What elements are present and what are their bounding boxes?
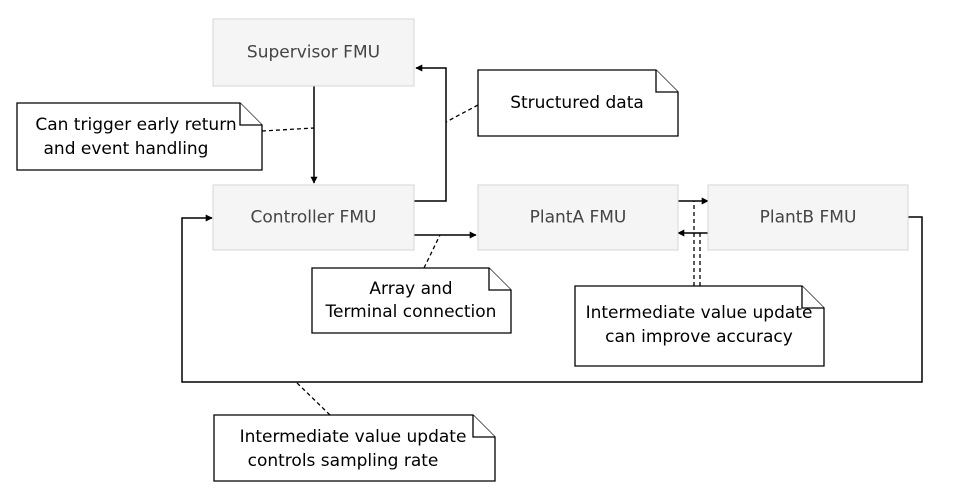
supervisor-fmu-label: Supervisor FMU [247,43,380,63]
note-early-return-line-2: and event handling [44,139,209,159]
note-connectors [261,104,701,416]
plantb-fmu-label: PlantB FMU [760,208,857,228]
note-array-terminal-line-1: Array and [369,279,452,299]
supervisor-fmu: Supervisor FMU [212,18,415,87]
edges [181,64,923,383]
planta-fmu-label: PlantA FMU [530,208,627,228]
note-array-terminal: Array and Terminal connection [311,267,512,334]
connector-structured-data [445,104,479,123]
note-sampling-line-1: Intermediate value update [240,427,467,447]
note-array-terminal-line-2: Terminal connection [325,302,497,322]
note-early-return-line-1: Can trigger early return [35,115,236,135]
note-early-return: Can trigger early return and event handl… [16,102,263,171]
connector-array-terminal [423,234,441,269]
note-accuracy: Intermediate value update can improve ac… [574,285,825,367]
connector-sampling [295,381,331,416]
controller-fmu: Controller FMU [212,184,415,251]
connector-early-return [261,127,315,132]
note-sampling: Intermediate value update controls sampl… [213,414,496,482]
note-accuracy-line-2: can improve accuracy [605,327,793,347]
note-structured-data-line-1: Structured data [510,93,644,113]
note-accuracy-line-1: Intermediate value update [586,303,813,323]
plantb-fmu: PlantB FMU [707,184,909,251]
note-structured-data: Structured data [477,69,679,137]
controller-fmu-label: Controller FMU [251,208,377,228]
edge-controller-to-supervisor [414,64,447,202]
edge-plantb-feedback-to-controller [181,214,923,383]
note-sampling-line-2: controls sampling rate [248,451,439,471]
planta-fmu: PlantA FMU [477,184,679,251]
